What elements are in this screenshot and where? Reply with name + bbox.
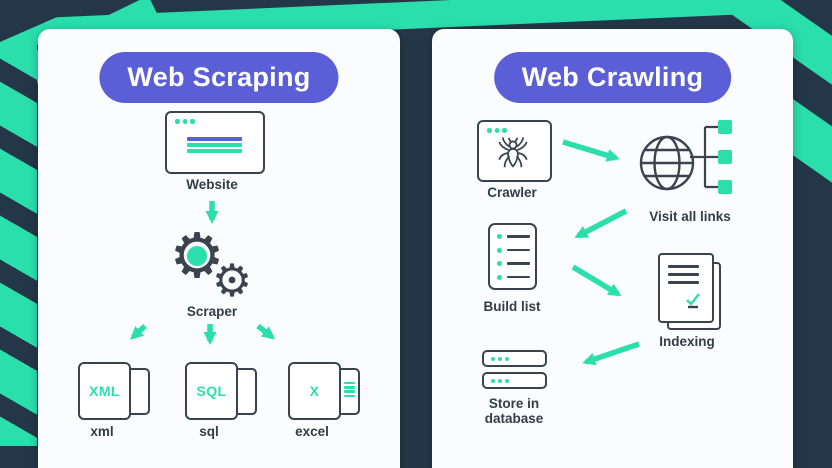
gear-small-icon: ⚙ bbox=[211, 254, 253, 307]
xml-label: xml bbox=[90, 424, 114, 439]
excel-tab-lines-icon bbox=[344, 382, 355, 399]
excel-label: excel bbox=[295, 424, 329, 439]
excel-file-text: X bbox=[288, 362, 341, 420]
linked-pages-icon bbox=[690, 120, 732, 194]
globe-icon bbox=[639, 135, 695, 191]
browser-dots-icon bbox=[487, 128, 507, 133]
sql-label: sql bbox=[199, 424, 219, 439]
web-scraping-title: Web Scraping bbox=[127, 62, 311, 92]
gear-center-dot-icon bbox=[187, 246, 207, 266]
web-crawling-title-badge: Web Crawling bbox=[493, 52, 732, 103]
database-server-bottom-icon bbox=[482, 372, 547, 389]
build-list-label: Build list bbox=[483, 299, 541, 314]
xml-file-text: XML bbox=[78, 362, 131, 420]
sql-file-icon: SQL bbox=[185, 362, 257, 420]
website-label: Website bbox=[186, 177, 238, 192]
spider-icon bbox=[498, 137, 528, 168]
web-scraping-panel: Web Scraping Website ⚙ ⚙ Scraper XML SQL bbox=[38, 29, 400, 468]
excel-file-icon: X bbox=[288, 362, 360, 420]
website-content-lines-icon bbox=[187, 137, 242, 156]
gear-large-icon: ⚙ bbox=[164, 223, 230, 289]
scraper-label: Scraper bbox=[186, 304, 238, 319]
web-crawling-panel: Web Crawling Cr bbox=[432, 29, 793, 468]
sql-file-text: SQL bbox=[185, 362, 238, 420]
web-scraping-title-badge: Web Scraping bbox=[99, 52, 339, 103]
database-server-top-icon bbox=[482, 350, 547, 367]
visit-all-links-label: Visit all links bbox=[649, 209, 731, 224]
web-crawling-title: Web Crawling bbox=[521, 62, 704, 92]
website-icon bbox=[165, 111, 265, 174]
xml-file-icon: XML bbox=[78, 362, 150, 420]
crawler-icon bbox=[477, 120, 552, 182]
store-in-database-label: Store in database bbox=[484, 396, 544, 426]
indexing-icon bbox=[658, 253, 721, 330]
background-stripe-left-band bbox=[0, 36, 37, 446]
build-list-icon bbox=[488, 223, 537, 290]
browser-dots-icon bbox=[175, 119, 195, 124]
crawler-label: Crawler bbox=[487, 185, 537, 200]
indexing-label: Indexing bbox=[659, 334, 715, 349]
document-front-icon bbox=[658, 253, 714, 323]
checkmark-icon bbox=[686, 293, 700, 309]
